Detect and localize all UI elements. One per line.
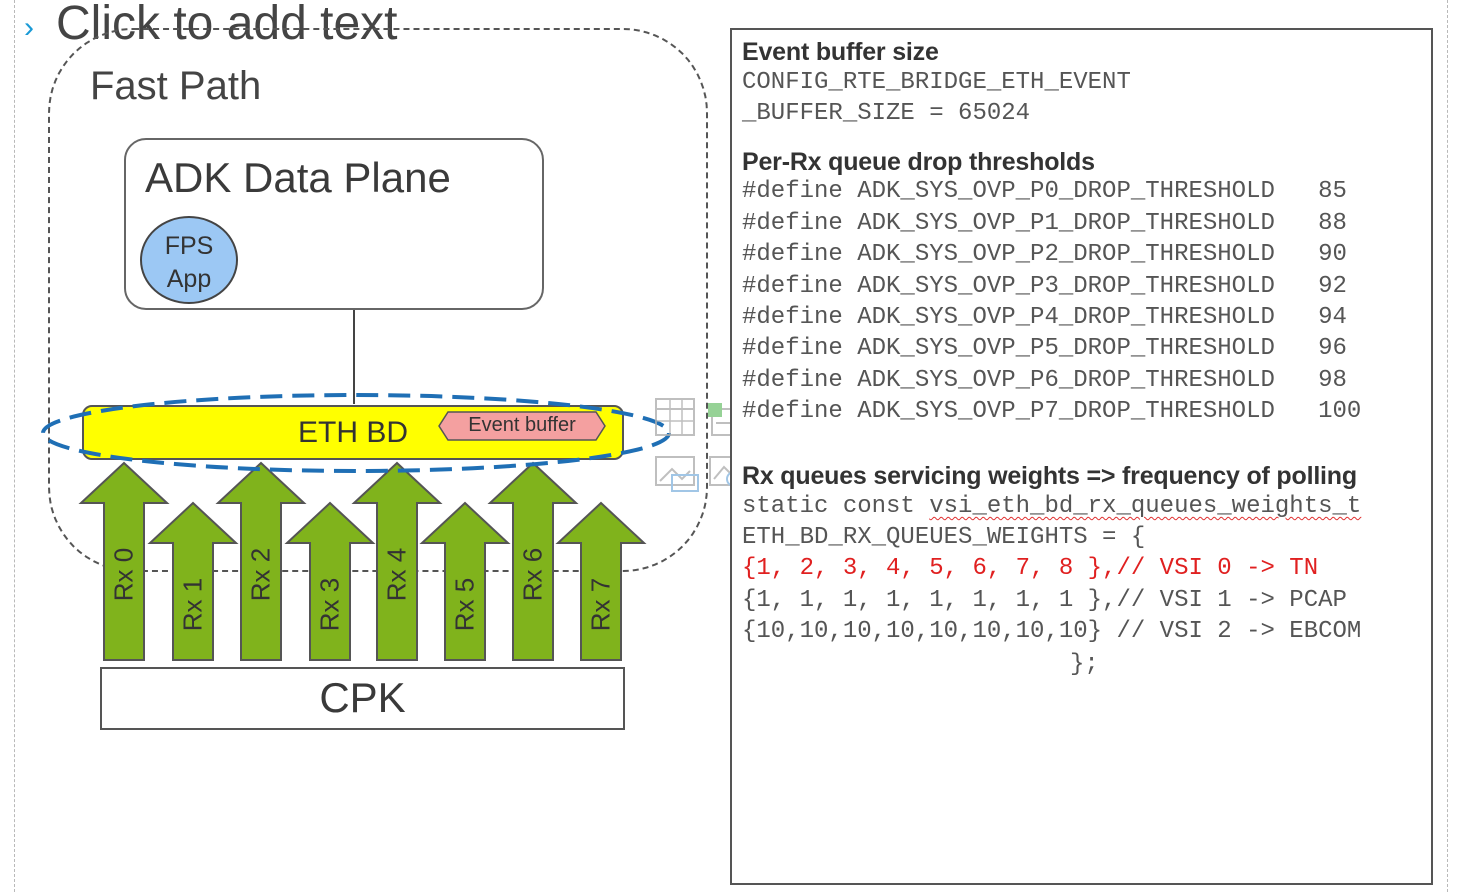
- drop-thresholds-heading: Per-Rx queue drop thresholds: [742, 148, 1095, 176]
- drop-threshold-line: #define ADK_SYS_OVP_P4_DROP_THRESHOLD 94: [742, 304, 1347, 331]
- weights-static-const: static const: [742, 493, 930, 520]
- rx-arrow-label-7: Rx 7: [585, 577, 616, 631]
- fast-path-label: Fast Path: [90, 64, 262, 108]
- event-buffer-shape[interactable]: [438, 411, 606, 441]
- rx-arrow-label-2: Rx 2: [245, 547, 276, 601]
- rx-arrow-2[interactable]: [215, 461, 307, 661]
- event-buffer-heading: Event buffer size: [742, 38, 939, 66]
- drop-threshold-line: #define ADK_SYS_OVP_P5_DROP_THRESHOLD 96: [742, 335, 1347, 362]
- fps-app-label: FPS App: [140, 230, 238, 296]
- cpk-label: CPK: [319, 674, 406, 721]
- selection-ellipse[interactable]: [40, 392, 672, 474]
- title-bullet-chevron: ›: [24, 11, 34, 44]
- adk-data-plane-label: ADK Data Plane: [145, 154, 451, 201]
- rx-arrow-label-5: Rx 5: [449, 577, 480, 631]
- fps-app-label-line1: FPS: [164, 232, 214, 260]
- table-icon[interactable]: [655, 398, 695, 436]
- weights-row-vsi2: {10,10,10,10,10,10,10,10} // VSI 2 -> EB…: [742, 618, 1362, 645]
- code-text-box[interactable]: [730, 28, 1433, 885]
- weights-type-name: vsi_eth_bd_rx_queues_weights_t: [929, 493, 1362, 520]
- rx-arrow-label-6: Rx 6: [517, 547, 548, 601]
- drop-threshold-line: #define ADK_SYS_OVP_P6_DROP_THRESHOLD 98: [742, 367, 1347, 394]
- event-buffer-line-2: _BUFFER_SIZE = 65024: [742, 100, 1031, 127]
- event-buffer-label: Event buffer: [468, 414, 576, 436]
- drop-threshold-line: #define ADK_SYS_OVP_P2_DROP_THRESHOLD 90: [742, 241, 1347, 268]
- rx-arrow-3[interactable]: [284, 501, 376, 661]
- drop-threshold-line: #define ADK_SYS_OVP_P3_DROP_THRESHOLD 92: [742, 273, 1347, 300]
- weights-row-vsi0: {1, 2, 3, 4, 5, 6, 7, 8 },// VSI 0 -> TN: [742, 555, 1319, 582]
- drop-threshold-line: #define ADK_SYS_OVP_P7_DROP_THRESHOLD 10…: [742, 398, 1362, 425]
- drop-threshold-line: #define ADK_SYS_OVP_P1_DROP_THRESHOLD 88: [742, 210, 1347, 237]
- weights-array-name-line: ETH_BD_RX_QUEUES_WEIGHTS = {: [742, 524, 1146, 551]
- fps-app-label-line2: App: [166, 265, 212, 293]
- rx-arrow-0[interactable]: [78, 461, 170, 661]
- slide-right-guide: [1447, 0, 1448, 892]
- weights-declaration-line: static const vsi_eth_bd_rx_queues_weight…: [742, 491, 1361, 522]
- weights-row-vsi1: {1, 1, 1, 1, 1, 1, 1, 1 },// VSI 1 -> PC…: [742, 587, 1347, 614]
- adk-to-ethbd-connector: [353, 310, 355, 404]
- rx-arrow-4[interactable]: [351, 461, 443, 661]
- picture-icon[interactable]: [655, 456, 699, 492]
- rx-arrow-5[interactable]: [419, 501, 511, 661]
- rx-arrow-label-0: Rx 0: [108, 547, 139, 601]
- cpk-box[interactable]: [100, 667, 625, 730]
- rx-arrow-label-4: Rx 4: [381, 547, 412, 601]
- rx-queue-arrows: [78, 461, 647, 661]
- weights-close-brace: };: [1070, 651, 1099, 678]
- rx-arrow-label-1: Rx 1: [177, 577, 208, 631]
- drop-threshold-line: #define ADK_SYS_OVP_P0_DROP_THRESHOLD 85: [742, 178, 1347, 205]
- weights-heading: Rx queues servicing weights => frequency…: [742, 462, 1357, 490]
- rx-arrow-label-3: Rx 3: [314, 577, 345, 631]
- event-buffer-line-1: CONFIG_RTE_BRIDGE_ETH_EVENT: [742, 69, 1131, 96]
- slide-left-guide: [14, 0, 15, 892]
- rx-arrow-6[interactable]: [487, 461, 579, 661]
- eth-bd-label: ETH BD: [298, 416, 409, 449]
- rx-arrow-7[interactable]: [555, 501, 647, 661]
- fps-app-circle[interactable]: [140, 216, 238, 304]
- rx-arrow-1[interactable]: [147, 501, 239, 661]
